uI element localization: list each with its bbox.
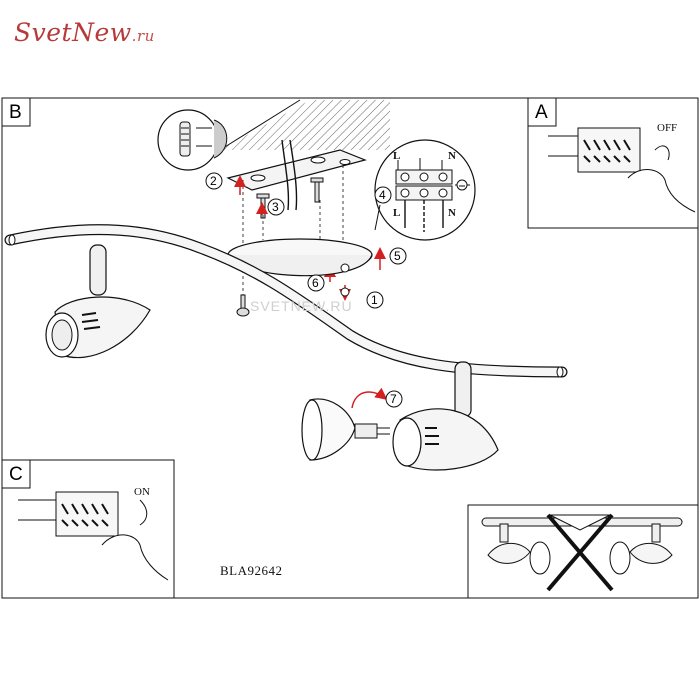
- switch-off-label: OFF: [657, 122, 678, 134]
- wrong-orientation-illustration: [481, 513, 683, 592]
- mounting-bracket: [226, 149, 367, 191]
- panel-c-letter: C: [9, 464, 23, 485]
- watermark: SVETNEW.RU: [250, 298, 353, 314]
- spotlight-right: [392, 361, 499, 471]
- switch-off-illustration: [548, 127, 696, 213]
- terminal-label-top-n: N: [448, 150, 456, 162]
- switch-on-label: ON: [134, 486, 150, 498]
- step-7-label: 7: [390, 392, 397, 406]
- panel-a-letter-box: [527, 97, 557, 127]
- step-4-label: 4: [379, 188, 386, 202]
- logo: SvetNew.ru: [14, 18, 155, 47]
- terminal-label-top-l: L: [393, 150, 401, 162]
- halogen-bulb: [301, 398, 390, 461]
- ceiling-hatch: [219, 99, 390, 151]
- model-code: BLA92642: [220, 563, 283, 578]
- supply-wire: [289, 139, 298, 211]
- step-1-label: 1: [371, 293, 378, 307]
- red-arrows: [234, 175, 388, 409]
- spotlight-left: [45, 244, 151, 359]
- step-5-label: 5: [394, 249, 401, 263]
- mounting-screw: [310, 177, 324, 203]
- panel-c-letter-box: [1, 459, 31, 489]
- mounting-screw: [256, 193, 270, 219]
- panel-b-frame: [1, 97, 699, 599]
- supply-wire: [281, 139, 290, 211]
- terminal-detail: [374, 139, 476, 241]
- alignment-lines: [242, 165, 344, 295]
- logo-suffix: .ru: [131, 27, 155, 45]
- lamp-bar: [4, 224, 568, 378]
- panel-b-letter-box: [1, 97, 31, 127]
- step-markers: [205, 172, 407, 408]
- terminal-label-bottom-n: N: [448, 207, 456, 219]
- panel-a-letter: A: [535, 102, 548, 123]
- switch-on-illustration: [18, 491, 169, 581]
- terminal-label-bottom-l: L: [393, 207, 401, 219]
- logo-main: SvetNew: [14, 18, 132, 47]
- panel-b-letter: B: [9, 102, 22, 123]
- step-3-label: 3: [272, 200, 279, 214]
- step-6-label: 6: [312, 276, 319, 290]
- wall-plug-detail: [157, 109, 228, 171]
- step-2-label: 2: [210, 174, 217, 188]
- canopy-screw: [236, 294, 250, 317]
